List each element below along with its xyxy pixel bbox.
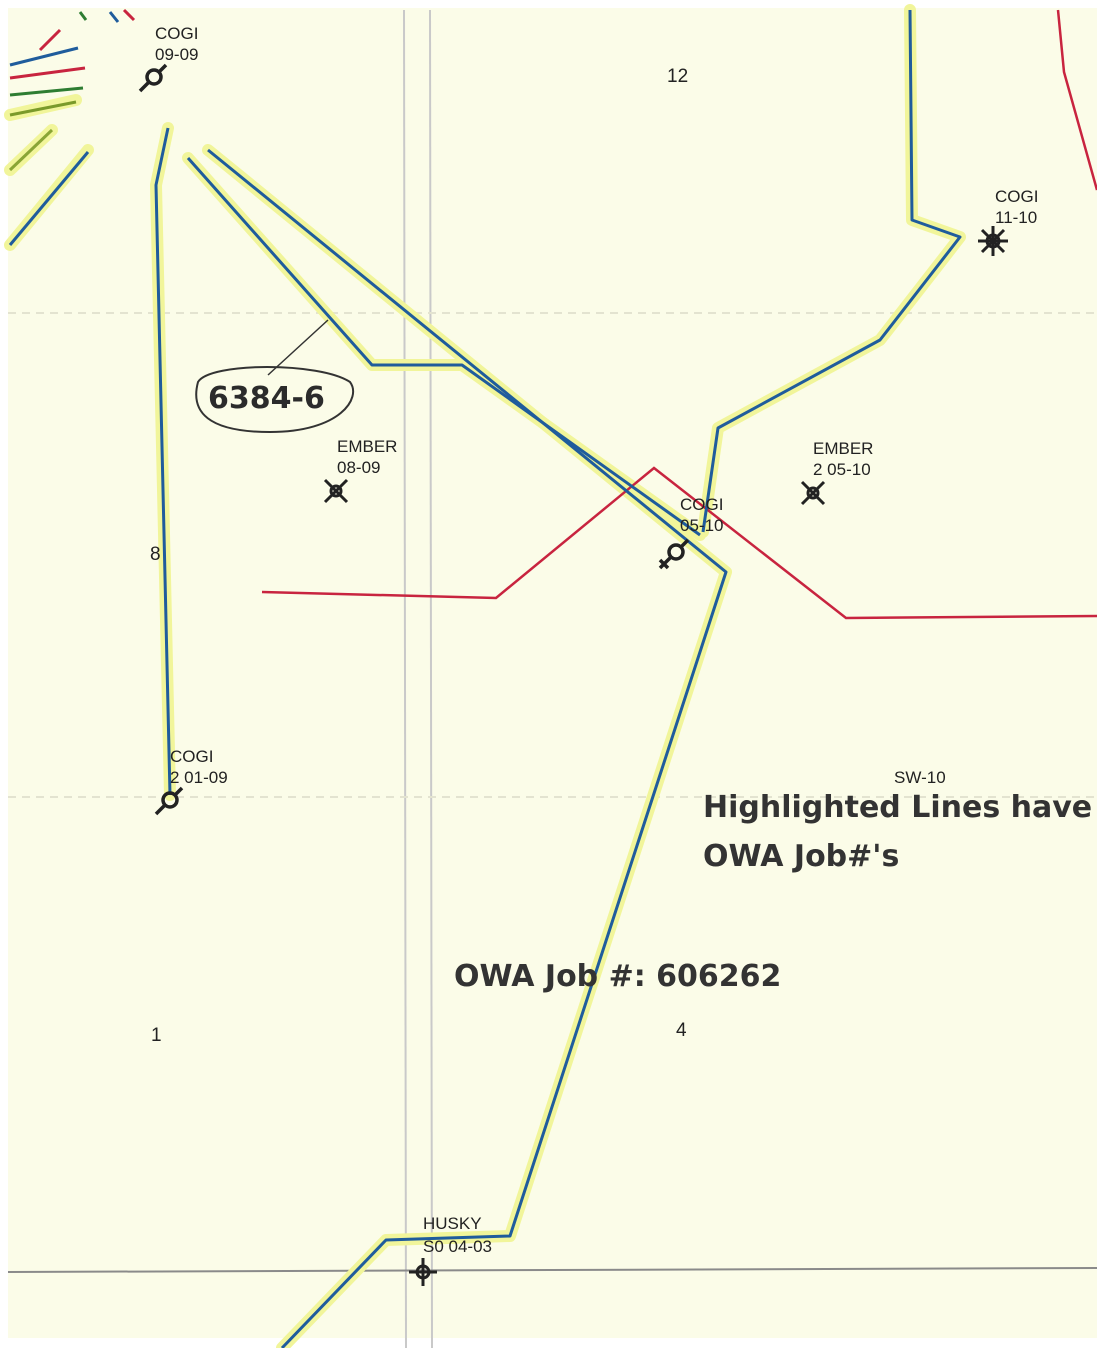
section-4: 4 <box>676 1020 687 1041</box>
svg-text:HUSKY: HUSKY <box>423 1214 482 1233</box>
well-ember-08-09[interactable]: EMBER 08-09 <box>323 437 397 504</box>
well-husky-s0-04-03[interactable]: HUSKY S0 04-03 <box>409 1214 492 1286</box>
svg-text:COGI: COGI <box>995 187 1038 206</box>
abandoned-well-icon <box>323 478 349 504</box>
pipeline-6384-6 <box>186 157 701 537</box>
section-1: 1 <box>151 1025 162 1046</box>
legend-line-2: OWA Job#'s <box>703 839 899 874</box>
pipeline-west <box>154 127 172 796</box>
pipelines <box>154 9 962 1348</box>
pipeline-fan <box>8 8 136 246</box>
oil-well-icon <box>138 63 168 93</box>
svg-text:2 01-09: 2 01-09 <box>170 768 228 787</box>
well-cogi-11-10[interactable]: COGI 11-10 <box>978 187 1038 256</box>
grid-line <box>7 1267 1097 1273</box>
pipeline-northeast <box>701 9 962 533</box>
well-cogi-2-01-09[interactable]: COGI 2 01-09 <box>154 747 228 816</box>
svg-text:09-09: 09-09 <box>155 45 198 64</box>
label-sw-10: SW-10 <box>894 768 946 787</box>
boundary-lines <box>261 9 1097 620</box>
job-tag-6384-6: 6384-6 <box>208 381 325 416</box>
svg-text:EMBER: EMBER <box>813 439 873 458</box>
tag-leader-line <box>267 319 329 376</box>
well-ember-2-05-10[interactable]: EMBER 2 05-10 <box>800 439 873 506</box>
svg-text:EMBER: EMBER <box>337 437 397 456</box>
well-cogi-09-09[interactable]: COGI 09-09 <box>138 24 198 93</box>
svg-text:11-10: 11-10 <box>995 208 1037 227</box>
svg-text:S0 04-03: S0 04-03 <box>423 1237 492 1256</box>
location-icon <box>409 1258 437 1286</box>
gas-well-icon <box>978 226 1008 256</box>
oil-well-icon <box>154 786 184 816</box>
section-grid <box>7 9 1097 1348</box>
well-cogi-05-10[interactable]: COGI 05-10 <box>658 495 723 570</box>
svg-text:08-09: 08-09 <box>337 458 380 477</box>
grid-line <box>403 9 407 1348</box>
svg-text:COGI: COGI <box>170 747 213 766</box>
svg-text:05-10: 05-10 <box>680 516 723 535</box>
section-8: 8 <box>150 544 161 565</box>
abandoned-well-icon <box>800 480 826 506</box>
grid-line <box>429 9 433 1348</box>
svg-text:COGI: COGI <box>155 24 198 43</box>
job-tag-outline <box>195 366 355 434</box>
section-12: 12 <box>667 66 688 87</box>
legend-line-1: Highlighted Lines have <box>703 790 1092 825</box>
svg-text:COGI: COGI <box>680 495 723 514</box>
owa-job-number: OWA Job #: 606262 <box>454 959 781 994</box>
svg-text:2 05-10: 2 05-10 <box>813 460 871 479</box>
oil-well-icon <box>658 538 690 570</box>
